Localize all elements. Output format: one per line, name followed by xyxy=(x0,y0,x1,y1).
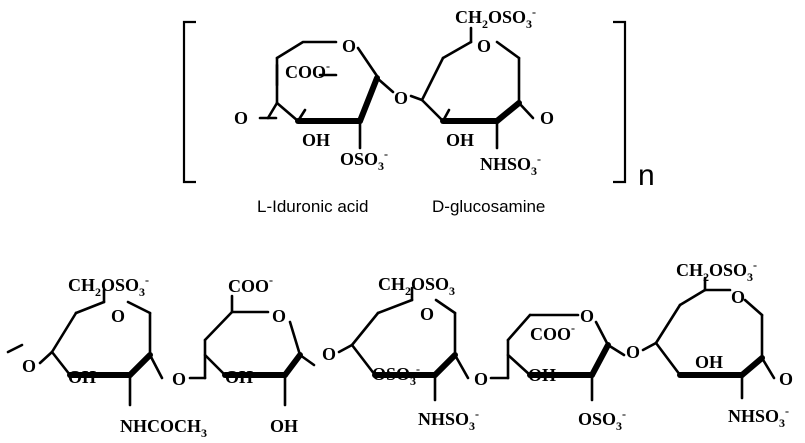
repeat-unit: n O COO- OH OSO3- O O xyxy=(182,5,655,216)
left-bracket xyxy=(182,20,196,184)
unit-5-ring-o: O xyxy=(731,287,745,307)
link-o-2: O xyxy=(322,344,336,364)
glucosamine-amine: NHSO3- xyxy=(480,152,541,178)
link-o-4: O xyxy=(626,342,640,362)
iduronic-terminal-o: O xyxy=(234,108,248,128)
unit-2-hydroxyl: OH xyxy=(225,367,253,387)
unit-3-bottom-group: NHSO3- xyxy=(418,407,479,433)
iduronic-sulfate: OSO3- xyxy=(340,147,388,173)
unit-2-glucuronic xyxy=(203,294,316,407)
start-o: O xyxy=(22,356,36,376)
unit-1-ring-o: O xyxy=(111,306,125,326)
unit-5-top-group: CH2OSO3- xyxy=(676,258,757,284)
pentasaccharide: O CH2OSO3- O OH NHCOCH3 O xyxy=(6,258,793,440)
iduronic-carboxyl: COO- xyxy=(285,59,330,82)
iduronic-acid-ring xyxy=(258,40,395,150)
glucosamine-side-chain: CH2OSO3- xyxy=(455,5,536,31)
unit-3-glucosamine xyxy=(350,286,470,402)
unit-3-sulfate: OSO3- xyxy=(372,362,420,388)
caption-d-glucosamine: D-glucosamine xyxy=(432,197,545,216)
link-o-1: O xyxy=(172,369,186,389)
unit-5-hydroxyl: OH xyxy=(695,352,723,372)
glycosidic-link-o: O xyxy=(394,88,408,108)
unit-2-ring-o: O xyxy=(272,306,286,326)
unit-2-bottom-group: OH xyxy=(270,416,298,436)
caption-l-iduronic-acid: L-Iduronic acid xyxy=(257,197,369,216)
unit-3-top-group: CH2OSO3 xyxy=(378,274,455,298)
unit-4-bottom-group: OSO3- xyxy=(578,407,626,433)
unit-4-hydroxyl: OH xyxy=(528,365,556,385)
glucosamine-ring-o: O xyxy=(477,36,491,56)
unit-1-glucosamine xyxy=(50,288,164,407)
glucosamine-ring xyxy=(420,26,535,150)
repeat-count-n: n xyxy=(638,159,655,192)
unit-4-carboxyl: COO- xyxy=(530,321,575,344)
unit-4-iduronic xyxy=(506,313,626,402)
glucosamine-terminal-o: O xyxy=(540,108,554,128)
iduronic-ring-o: O xyxy=(342,36,356,56)
unit-2-top-group: COO- xyxy=(228,273,273,296)
unit-1-top-group: CH2OSO3- xyxy=(68,273,149,299)
unit-1-bottom-group: NHCOCH3 xyxy=(120,416,207,438)
unit-5-bottom-group: NHSO3- xyxy=(728,404,789,430)
link-o-3: O xyxy=(474,369,488,389)
unit-5-glucosamine xyxy=(654,276,776,400)
unit-4-ring-o: O xyxy=(580,306,594,326)
unit-5-terminal-o: O xyxy=(779,369,793,389)
right-bracket xyxy=(613,20,627,184)
glucosamine-hydroxyl: OH xyxy=(446,130,474,150)
iduronic-hydroxyl: OH xyxy=(302,130,330,150)
unit-3-ring-o: O xyxy=(420,304,434,324)
unit-1-hydroxyl: OH xyxy=(68,367,96,387)
